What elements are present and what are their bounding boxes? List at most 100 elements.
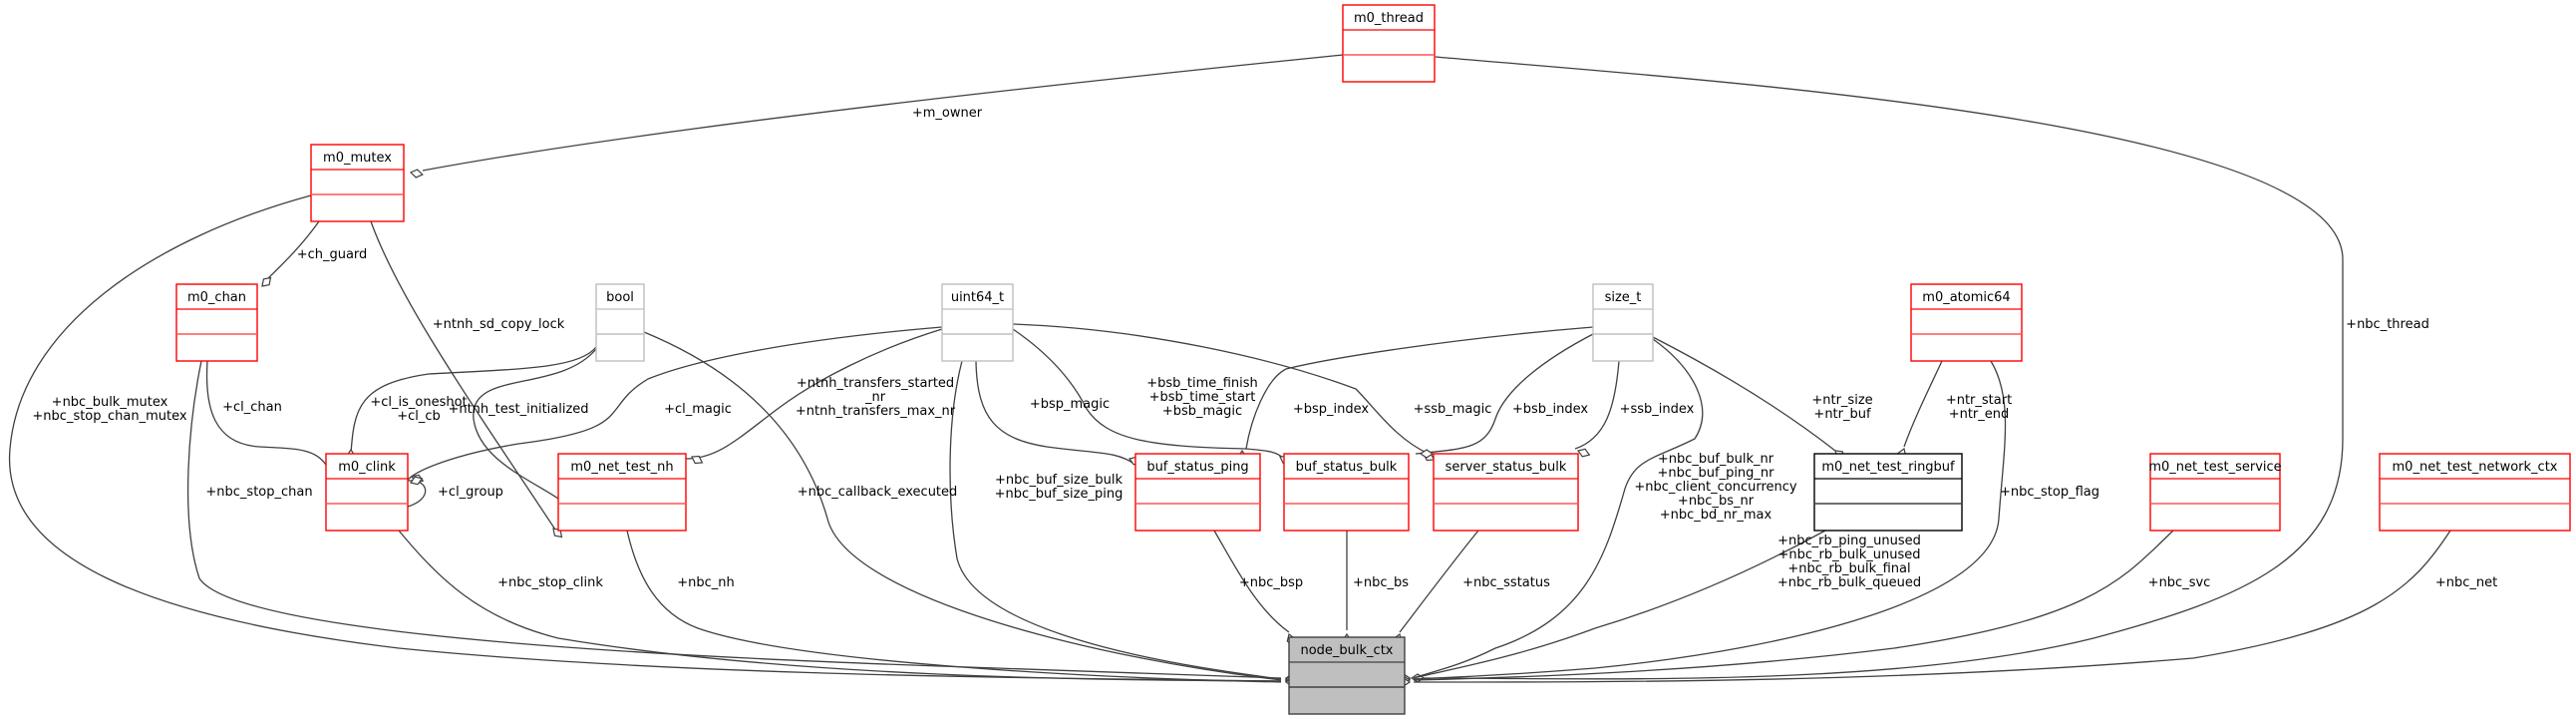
edge-uint64_t-to-buf_status_ping: [975, 360, 1142, 466]
edge-label: +bsb_index: [1512, 402, 1589, 417]
edge-label: _nr: [864, 390, 886, 405]
class-box[interactable]: [1342, 4, 1436, 83]
edge-label: +nbc_svc: [2148, 575, 2211, 590]
edge-label: +nbc_stop_chan_mutex: [32, 409, 186, 424]
aggregation-diamond-icon: [409, 476, 424, 486]
class-box[interactable]: [557, 453, 687, 532]
class-node-server-status-bulk[interactable]: server_status_bulk: [1433, 453, 1579, 532]
class-node-m0-net-test-ringbuf[interactable]: m0_net_test_ringbuf: [1813, 453, 1963, 532]
edge-label: +nbc_buf_size_ping: [995, 487, 1124, 502]
class-box[interactable]: [1134, 453, 1261, 532]
edge-label: +nbc_nh: [677, 575, 735, 590]
class-name[interactable]: m0_net_test_service: [2148, 460, 2281, 475]
class-box[interactable]: [1592, 283, 1654, 362]
class-box[interactable]: [2149, 453, 2281, 532]
edge-line: [350, 346, 597, 455]
edge-line: [1652, 336, 1836, 452]
edge-m0_chan-to-m0_clink: [205, 360, 339, 472]
class-node-m0-net-test-nh[interactable]: m0_net_test_nh: [557, 453, 687, 532]
class-name[interactable]: bool: [606, 290, 634, 305]
edge-label: +nbc_buf_bulk_nr: [1658, 452, 1774, 467]
edge-label: +nbc_bs: [1353, 575, 1409, 590]
edge-m0_atomic64-to-m0_net_test_ringbuf: [1897, 360, 1943, 462]
edge-label: +nbc_stop_clink: [497, 575, 603, 590]
class-name[interactable]: m0_net_test_network_ctx: [2393, 460, 2558, 475]
class-name[interactable]: buf_status_ping: [1146, 460, 1248, 475]
edge-m0_mutex-to-node_bulk_ctx: [8, 194, 1300, 686]
class-name[interactable]: server_status_bulk: [1446, 460, 1567, 475]
class-name[interactable]: buf_status_bulk: [1296, 460, 1398, 475]
class-node-node-bulk-ctx[interactable]: node_bulk_ctx: [1288, 636, 1406, 715]
class-name[interactable]: m0_chan: [187, 290, 246, 305]
edge-label: +nbc_sstatus: [1462, 575, 1550, 590]
edge-line: [1413, 360, 2007, 680]
class-node-m0-thread[interactable]: m0_thread: [1342, 4, 1436, 83]
class-node-m0-net-test-network-ctx[interactable]: m0_net_test_network_ctx: [2379, 453, 2571, 532]
edge-m0_clink-to-m0_clink: [407, 476, 427, 508]
class-box[interactable]: [175, 283, 258, 362]
edge-label: +ch_guard: [297, 247, 368, 262]
class-box[interactable]: [595, 283, 645, 362]
class-box[interactable]: [1283, 453, 1410, 532]
class-box[interactable]: [1433, 453, 1579, 532]
edge-label: +ssb_magic: [1414, 402, 1492, 417]
edge-label: +nbc_bsp: [1239, 575, 1303, 590]
edge-line: [398, 530, 1282, 682]
edge-line: [949, 360, 1282, 680]
edge-label: +nbc_callback_executed: [798, 485, 958, 500]
aggregation-diamond-icon: [261, 276, 272, 287]
edge-label: +nbc_bd_nr_max: [1660, 508, 1772, 523]
edge-size_t-to-server_status_bulk: [1574, 360, 1620, 458]
class-node-buf-status-bulk[interactable]: buf_status_bulk: [1283, 453, 1410, 532]
class-node-buf-status-ping[interactable]: buf_status_ping: [1134, 453, 1261, 532]
class-node-m0-clink[interactable]: m0_clink: [325, 453, 409, 532]
edge-label: +m_owner: [912, 106, 983, 121]
edge-label: +cl_group: [438, 485, 503, 500]
class-node-m0-net-test-service[interactable]: m0_net_test_service: [2148, 453, 2282, 532]
class-node-size-t[interactable]: size_t: [1592, 283, 1654, 362]
class-name[interactable]: m0_net_test_ringbuf: [1821, 460, 1955, 475]
edge-label: +cl_cb: [397, 409, 441, 424]
class-node-m0-chan[interactable]: m0_chan: [175, 283, 258, 362]
class-box[interactable]: [325, 453, 409, 532]
class-box[interactable]: [310, 144, 405, 222]
class-node-m0-mutex[interactable]: m0_mutex: [310, 144, 405, 222]
class-name[interactable]: m0_net_test_nh: [570, 460, 673, 475]
class-name[interactable]: size_t: [1605, 290, 1642, 305]
edge-label: +nbc_buf_ping_nr: [1657, 466, 1774, 481]
class-box[interactable]: [2379, 453, 2571, 532]
edge-line: [626, 530, 1282, 683]
edge-m0_mutex-to-m0_chan: [261, 220, 320, 287]
class-name[interactable]: m0_atomic64: [1922, 290, 2010, 305]
nodes-layer: m0_thread m0_mutex m0_chan bool uint64_t size…: [175, 4, 2571, 715]
class-box[interactable]: [1813, 453, 1963, 532]
edge-label: +nbc_stop_chan: [205, 485, 312, 500]
class-node-m0-atomic64[interactable]: m0_atomic64: [1910, 283, 2023, 362]
class-box[interactable]: [1910, 283, 2023, 362]
aggregation-diamond-icon: [1419, 449, 1435, 459]
class-name[interactable]: node_bulk_ctx: [1300, 643, 1393, 658]
class-box[interactable]: [941, 283, 1014, 362]
edge-label: +bsb_magic: [1162, 404, 1242, 419]
class-name[interactable]: m0_thread: [1354, 11, 1424, 26]
edge-line: [1415, 333, 1594, 455]
edge-label: +ntr_size: [1811, 393, 1872, 408]
class-name[interactable]: m0_clink: [338, 460, 396, 475]
class-node-bool[interactable]: bool: [595, 283, 645, 362]
aggregation-diamond-icon: [691, 455, 704, 465]
edge-line: [205, 360, 327, 466]
edge-label: +nbc_buf_size_bulk: [995, 473, 1123, 488]
edge-line: [473, 348, 597, 500]
edge-line: [1574, 360, 1620, 450]
edge-label: +nbc_rb_bulk_unused: [1778, 547, 1921, 562]
class-name[interactable]: uint64_t: [951, 290, 1004, 305]
class-node-uint64-t[interactable]: uint64_t: [941, 283, 1014, 362]
edge-line: [1012, 328, 1285, 460]
class-box[interactable]: [1288, 636, 1406, 715]
edge-line: [975, 360, 1136, 466]
edge-line: [1213, 530, 1290, 633]
class-name[interactable]: m0_mutex: [323, 151, 392, 166]
edge-label: +bsp_index: [1293, 402, 1370, 417]
edge-line: [1413, 338, 1704, 679]
